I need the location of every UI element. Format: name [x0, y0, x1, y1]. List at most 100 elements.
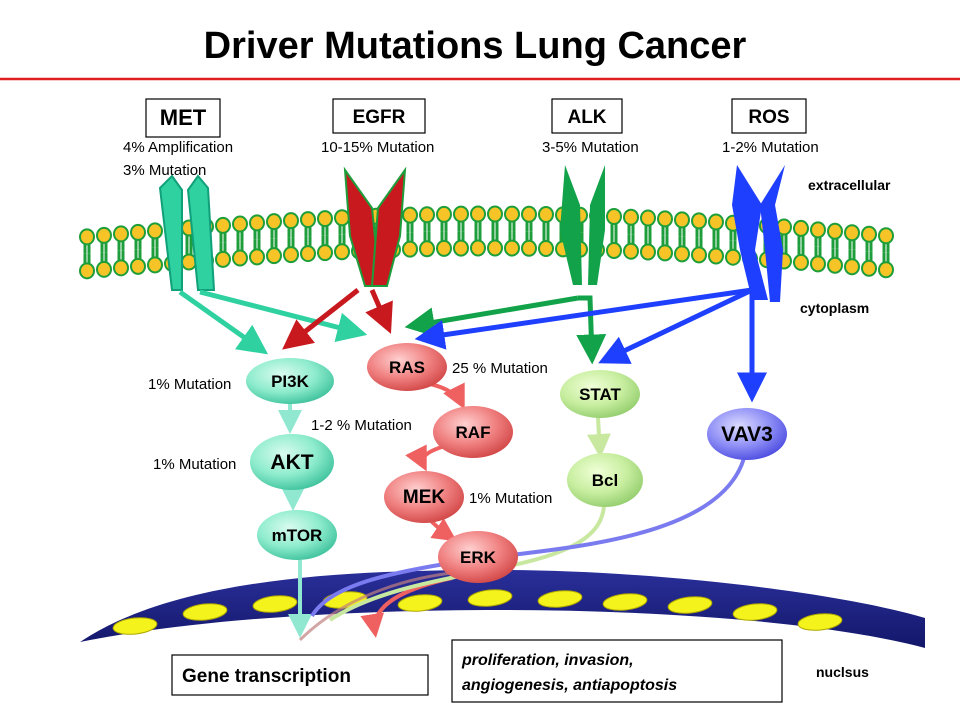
lipid-head — [606, 207, 622, 225]
akt-mutation-note: 1% Mutation — [153, 456, 236, 473]
lipid-head — [674, 245, 690, 263]
erk-output-path — [298, 570, 461, 642]
lipid-head — [538, 205, 554, 223]
lipid-head — [79, 262, 95, 280]
lipid-head — [419, 240, 435, 258]
lipid-head — [521, 205, 537, 223]
ras-node: RAS — [367, 343, 447, 391]
lipid-head — [708, 213, 724, 231]
lipid-head — [691, 246, 707, 264]
lipid-head — [232, 215, 248, 233]
nucleolus — [797, 613, 843, 631]
met-mutation-note: 3% Mutation — [123, 162, 206, 179]
lipid-head — [249, 214, 265, 232]
lipid-head — [878, 261, 894, 279]
lipid-head — [215, 250, 231, 268]
lipid-head — [436, 205, 452, 223]
lipid-head — [96, 226, 112, 244]
pi3k-mutation-note: 1% Mutation — [148, 376, 231, 393]
ros-receptor — [732, 165, 785, 302]
lipid-head — [79, 228, 95, 246]
raf-label: RAF — [456, 423, 491, 442]
bcl-label: Bcl — [592, 471, 618, 490]
lipid-head — [827, 256, 843, 274]
nucleolus — [252, 595, 298, 613]
lipid-head — [249, 248, 265, 266]
vav3-node: VAV3 — [707, 408, 787, 460]
lipid-head — [844, 258, 860, 276]
lipid-head — [147, 222, 163, 240]
akt-node: AKT — [250, 434, 334, 490]
stat-node: STAT — [560, 370, 640, 418]
lipid-head — [402, 206, 418, 224]
lipid-head — [436, 239, 452, 257]
lipid-head — [232, 249, 248, 267]
lipid-head — [113, 259, 129, 277]
vav3-label: VAV3 — [721, 423, 773, 446]
akt-label: AKT — [270, 451, 313, 474]
lipid-head — [504, 239, 520, 257]
alk-label-box: ALK — [551, 98, 623, 134]
extracellular-label: extracellular — [808, 177, 891, 193]
egfr-label-box: EGFR — [332, 98, 426, 134]
gene-transcription-box: Gene transcription — [171, 654, 429, 696]
mtor-node: mTOR — [257, 510, 337, 560]
lipid-head — [606, 241, 622, 259]
nucleolus — [602, 593, 648, 611]
lipid-head — [827, 222, 843, 240]
egfr-mutation-note: 10-15% Mutation — [321, 139, 434, 156]
lipid-head — [300, 245, 316, 263]
lipid-head — [453, 205, 469, 223]
lipid-head — [861, 259, 877, 277]
lipid-head — [793, 219, 809, 237]
lipid-head — [130, 257, 146, 275]
nucleolus — [467, 589, 513, 607]
lipid-head — [844, 224, 860, 242]
lipid-head — [810, 255, 826, 273]
lipid-head — [96, 260, 112, 278]
lipid-head — [334, 243, 350, 261]
bcl-node: Bcl — [567, 453, 643, 507]
lipid-head — [810, 221, 826, 239]
alk-label: ALK — [567, 107, 606, 128]
erk-label: ERK — [460, 548, 497, 567]
lipid-head — [487, 205, 503, 223]
nucleolus — [397, 594, 443, 612]
met-receptor — [158, 174, 216, 291]
pi3k-node: PI3K — [246, 358, 334, 404]
lipid-head — [266, 247, 282, 265]
nucleolus — [537, 590, 583, 608]
met-label: MET — [160, 105, 207, 130]
stat-label: STAT — [579, 385, 621, 404]
lipid-head — [793, 253, 809, 271]
alk-receptor — [560, 165, 605, 285]
lipid-head — [708, 247, 724, 265]
lipid-head — [538, 239, 554, 257]
ros-label-box: ROS — [731, 98, 807, 134]
lipid-head — [317, 210, 333, 228]
cell-membrane — [79, 205, 894, 280]
ros-arrows — [414, 287, 767, 403]
lipid-head — [283, 246, 299, 264]
mtor-label: mTOR — [272, 526, 323, 545]
lipid-head — [691, 212, 707, 230]
met-amplification-note: 4% Amplification — [123, 139, 233, 156]
egfr-receptor — [343, 166, 407, 287]
nucleolus — [732, 603, 778, 621]
erk-node: ERK — [438, 531, 518, 583]
raf-node: RAF — [433, 406, 513, 458]
lipid-head — [470, 205, 486, 223]
lipid-head — [487, 239, 503, 257]
egfr-arrows — [282, 288, 393, 350]
lipid-head — [623, 242, 639, 260]
lipid-head — [725, 248, 741, 266]
lipid-head — [657, 244, 673, 262]
cytoplasm-label: cytoplasm — [800, 300, 869, 316]
lipid-head — [861, 225, 877, 243]
lipid-head — [623, 208, 639, 226]
lipid-head — [640, 243, 656, 261]
lipid-head — [283, 212, 299, 230]
lipid-head — [300, 211, 316, 229]
mek-label: MEK — [403, 487, 446, 508]
